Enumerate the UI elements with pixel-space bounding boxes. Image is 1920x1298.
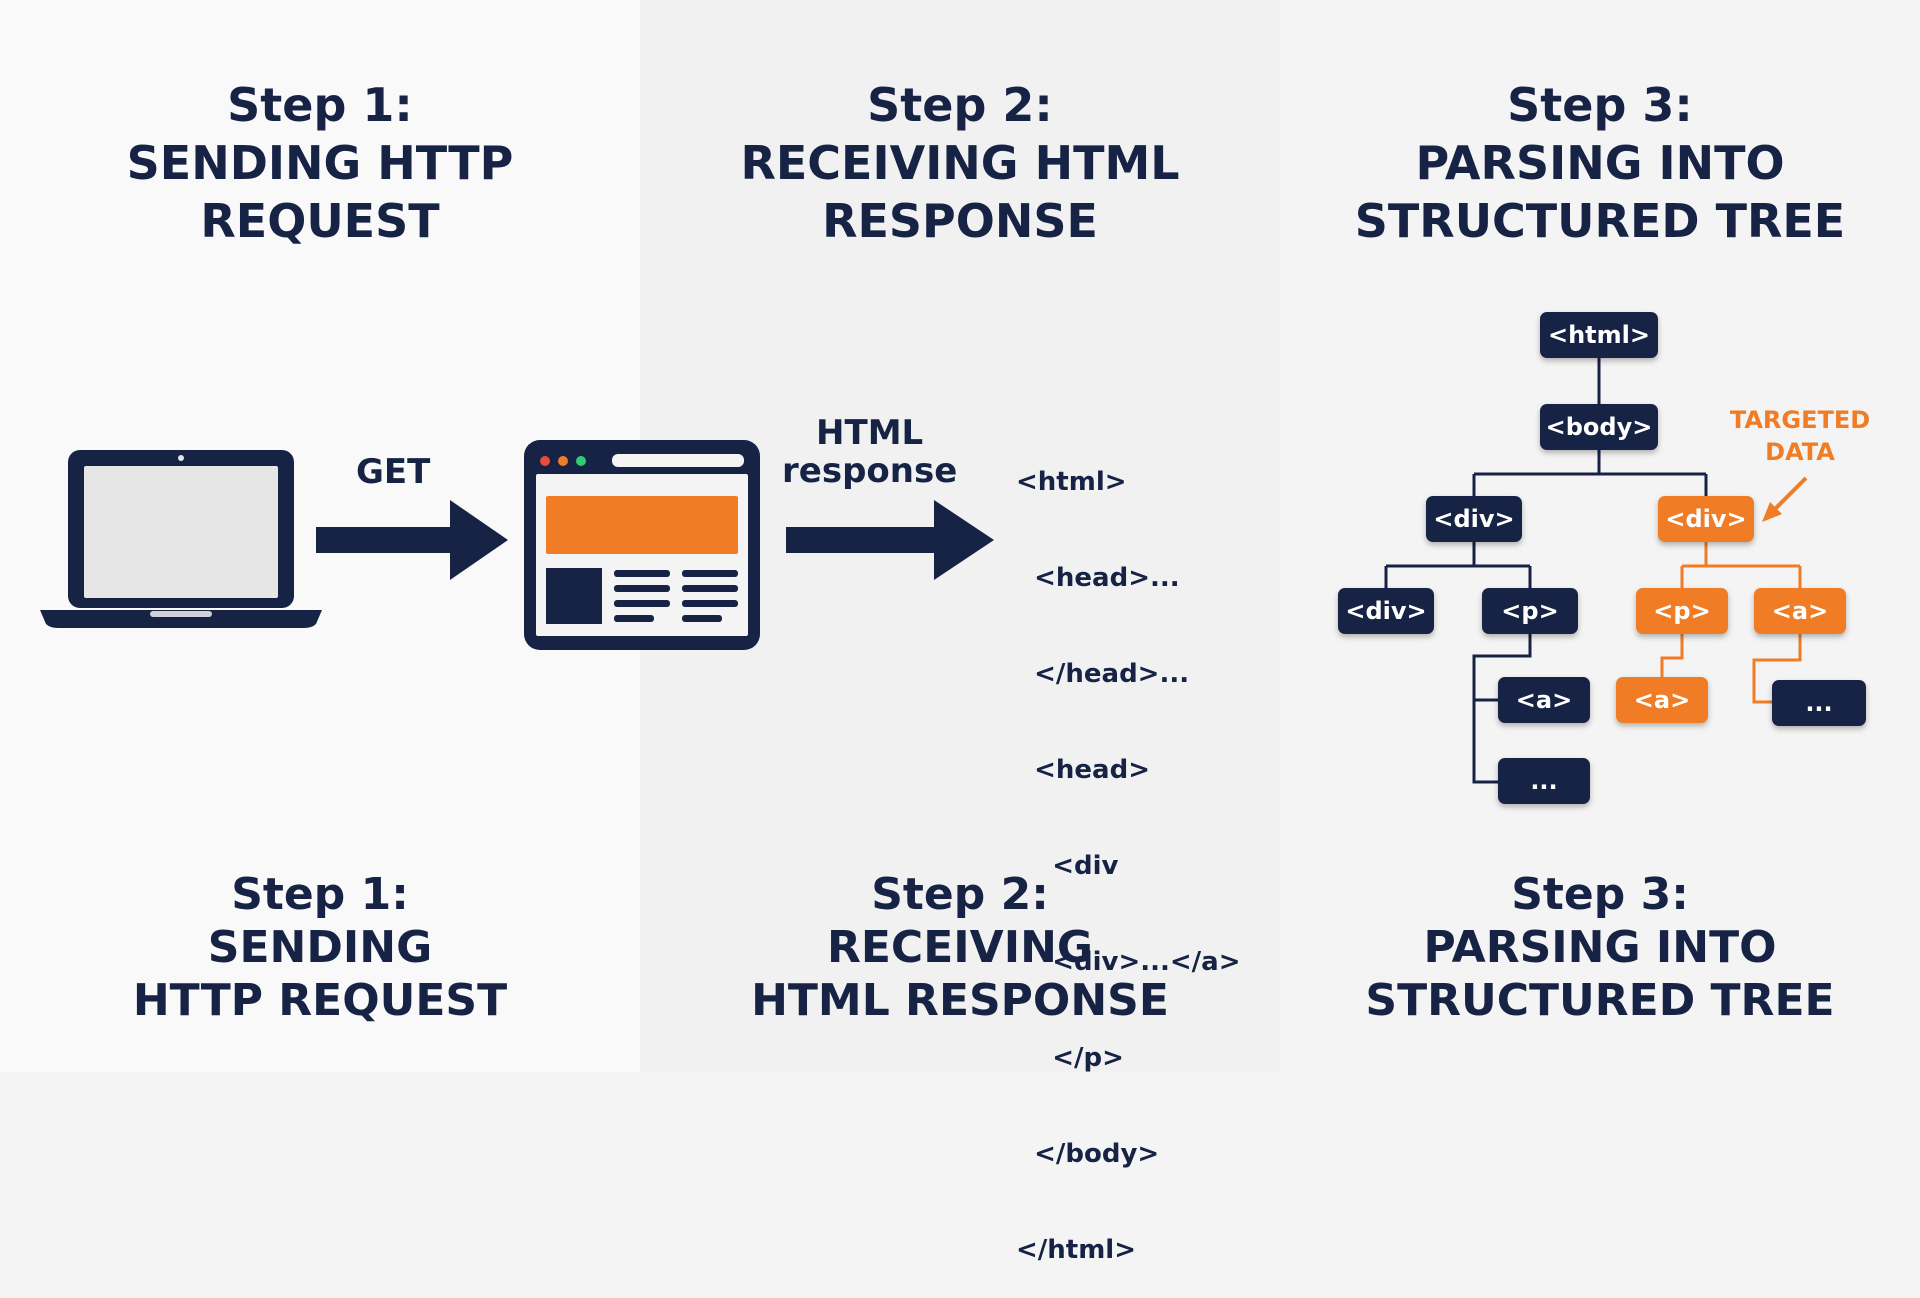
- step-2-title-top: Step 2: RECEIVING HTML RESPONSE: [740, 78, 1180, 248]
- tree-node-a-left: <a>: [1498, 677, 1590, 723]
- tree-node-html: <html>: [1540, 312, 1658, 358]
- tree-node-ellipsis-left: ...: [1498, 758, 1590, 804]
- step-1-title-top: Step 1: SENDING HTTP REQUEST: [126, 78, 514, 248]
- targeted-data-arrow: [1762, 476, 1808, 522]
- code-line: <html>: [1016, 467, 1127, 497]
- tree-node-p-left: <p>: [1482, 588, 1578, 634]
- step-3-title-bottom: Step 3: PARSING INTO STRUCTURED TREE: [1365, 869, 1835, 1026]
- step-3-title-top: Step 3: PARSING INTO STRUCTURED TREE: [1354, 78, 1846, 248]
- laptop-icon: [40, 450, 322, 628]
- tree-node-ellipsis-right: ...: [1772, 680, 1866, 726]
- tree-node-div-leaf: <div>: [1338, 588, 1434, 634]
- code-line: <head>: [1016, 755, 1150, 785]
- right-arrow-icon: [316, 500, 508, 580]
- code-line: </p>: [1016, 1043, 1124, 1073]
- tree-node-a-right-child: <a>: [1616, 677, 1708, 723]
- targeted-data-label: TARGETED DATA: [1729, 406, 1871, 466]
- panel-step-3: [1280, 0, 1920, 1072]
- tree-node-p-right: <p>: [1636, 588, 1728, 634]
- html-response-label: HTML response: [782, 413, 958, 491]
- get-label: GET: [356, 452, 431, 492]
- browser-window-icon: [524, 440, 760, 650]
- code-line: <div: [1016, 851, 1119, 881]
- right-arrow-icon: [786, 500, 994, 580]
- tree-node-div-right: <div>: [1658, 496, 1754, 542]
- code-line: </head>...: [1016, 659, 1190, 689]
- process-diagram: [40, 358, 1808, 784]
- step-2-title-bottom: Step 2: RECEIVING HTML RESPONSE: [751, 869, 1169, 1026]
- step-1-title-bottom: Step 1: SENDING HTTP REQUEST: [132, 869, 508, 1026]
- tree-node-div-left: <div>: [1426, 496, 1522, 542]
- tree-connectors: [1384, 358, 1708, 784]
- tree-node-a-right: <a>: [1754, 588, 1846, 634]
- html-code-snippet: <html> <head>... </head>... <head> <div …: [1016, 402, 1241, 1298]
- code-line: </body>: [1016, 1139, 1160, 1169]
- code-line: </html>: [1016, 1235, 1137, 1265]
- targeted-connectors: [1660, 542, 1802, 704]
- code-line: <head>...: [1016, 563, 1180, 593]
- code-line: <div>...</a>: [1016, 947, 1241, 977]
- tree-node-body: <body>: [1540, 404, 1658, 450]
